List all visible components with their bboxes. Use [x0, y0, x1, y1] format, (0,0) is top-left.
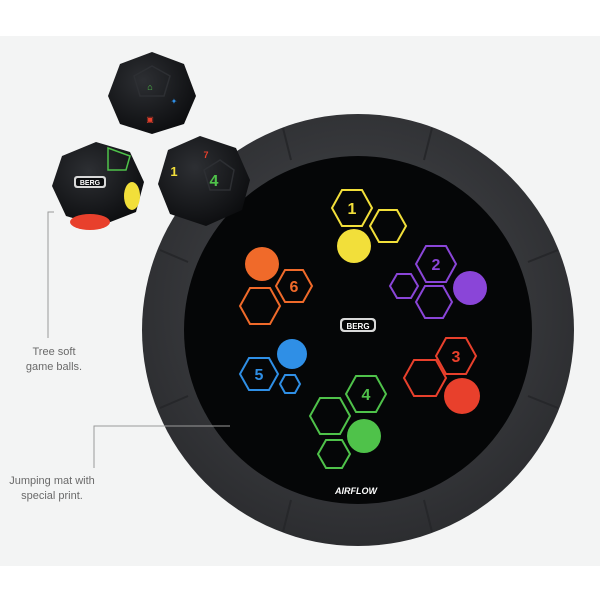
zone-hexagon	[402, 359, 448, 397]
zone-hexagon	[330, 189, 374, 227]
callout-jumping-mat: Jumping mat with special print.	[4, 474, 100, 504]
zone-hexagon	[238, 287, 282, 325]
zone-number: 1	[348, 201, 357, 218]
zone-hexagon	[278, 374, 302, 394]
leader-lines	[47, 211, 230, 468]
game-ball-right: 1 4 7	[158, 136, 250, 226]
zone-number: 3	[452, 349, 461, 366]
callout-game-balls: Tree soft game balls.	[14, 345, 94, 375]
callout-text: Jumping mat with	[9, 475, 95, 487]
zone-number: 5	[255, 367, 264, 384]
svg-text:✦: ✦	[171, 97, 178, 106]
svg-text:▣: ▣	[146, 115, 154, 124]
striped-target-stripes	[337, 229, 371, 263]
striped-target-stripes	[245, 247, 279, 281]
striped-target-stripes	[277, 339, 307, 369]
striped-target-stripes	[347, 419, 381, 453]
svg-text:⌂: ⌂	[147, 82, 152, 92]
mat-footer-logo: AIRFLOW	[334, 486, 378, 496]
zone-number: 4	[362, 387, 371, 404]
zone-hexagon	[368, 209, 408, 243]
callout-text: Tree soft	[32, 346, 76, 358]
zone-hexagon	[316, 439, 352, 469]
target-stripe-overlay	[337, 229, 371, 263]
zone-number: 2	[432, 257, 441, 274]
zone-3: 3	[402, 337, 480, 414]
zone-hexagon	[434, 337, 478, 375]
zone-2: 2	[388, 245, 487, 319]
zone-hexagon	[344, 375, 388, 413]
svg-text:BERG: BERG	[346, 322, 369, 331]
zone-hexagon	[238, 357, 280, 391]
callout-text: special print.	[21, 490, 83, 502]
zone-6: 6	[238, 247, 314, 325]
zone-number: 6	[290, 279, 299, 296]
ball-number: 7	[203, 150, 208, 160]
ball-number: 4	[210, 173, 219, 190]
zone-1: 1	[330, 189, 408, 263]
striped-target-stripes	[444, 378, 480, 414]
zone-5: 5	[238, 339, 307, 394]
zone-hexagon	[308, 397, 352, 435]
leader-line-balls	[47, 211, 54, 338]
zone-hexagon	[274, 269, 314, 303]
ball-logo: BERG	[80, 180, 101, 187]
zone-hexagon	[414, 285, 454, 319]
zone-hexagon	[388, 273, 420, 299]
frame-seams	[159, 127, 559, 533]
zone-hexagon	[414, 245, 458, 283]
callout-text: game balls.	[25, 361, 83, 373]
game-ball-top: ⌂ ✦ ▣	[108, 52, 196, 134]
game-ball-left: BERG	[52, 142, 144, 230]
striped-target-stripes	[453, 271, 487, 305]
ball-number: 1	[170, 164, 177, 179]
leader-line-mat	[93, 425, 230, 468]
zone-4: 4	[308, 375, 388, 469]
mat-brand-logo: BERG	[340, 318, 376, 332]
